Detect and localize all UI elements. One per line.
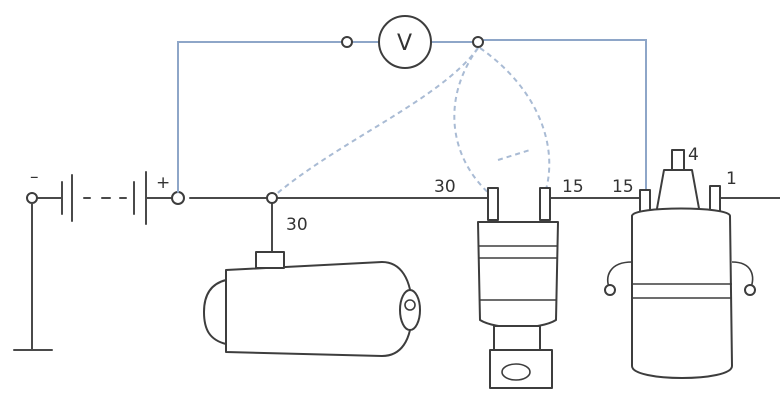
voltmeter: V — [378, 15, 432, 69]
battery-plus-sign: + — [156, 173, 170, 193]
starter-terminal-label: 30 — [286, 215, 308, 235]
ground-symbol — [13, 202, 53, 351]
coil-terminal-1: 1 — [726, 169, 737, 189]
ignition-terminal-15: 15 — [562, 177, 584, 197]
coil-terminal-4: 4 — [688, 145, 699, 165]
voltmeter-left-node — [341, 36, 353, 48]
voltmeter-right-node — [472, 36, 484, 48]
voltmeter-symbol: V — [397, 31, 412, 56]
ignition-coil: 15 4 1 — [604, 145, 756, 379]
starter-motor: 30 — [203, 192, 421, 357]
battery-negative-terminal — [26, 192, 38, 204]
starter-terminal-node — [266, 192, 278, 204]
coil-terminal-15: 15 — [612, 177, 634, 197]
voltmeter-leads — [177, 36, 647, 197]
battery-minus-sign: – — [30, 167, 39, 187]
battery: – + — [26, 167, 185, 225]
battery-positive-terminal — [171, 191, 185, 205]
ignition-terminal-30: 30 — [434, 177, 456, 197]
ignition-switch: 30 15 — [434, 177, 584, 389]
